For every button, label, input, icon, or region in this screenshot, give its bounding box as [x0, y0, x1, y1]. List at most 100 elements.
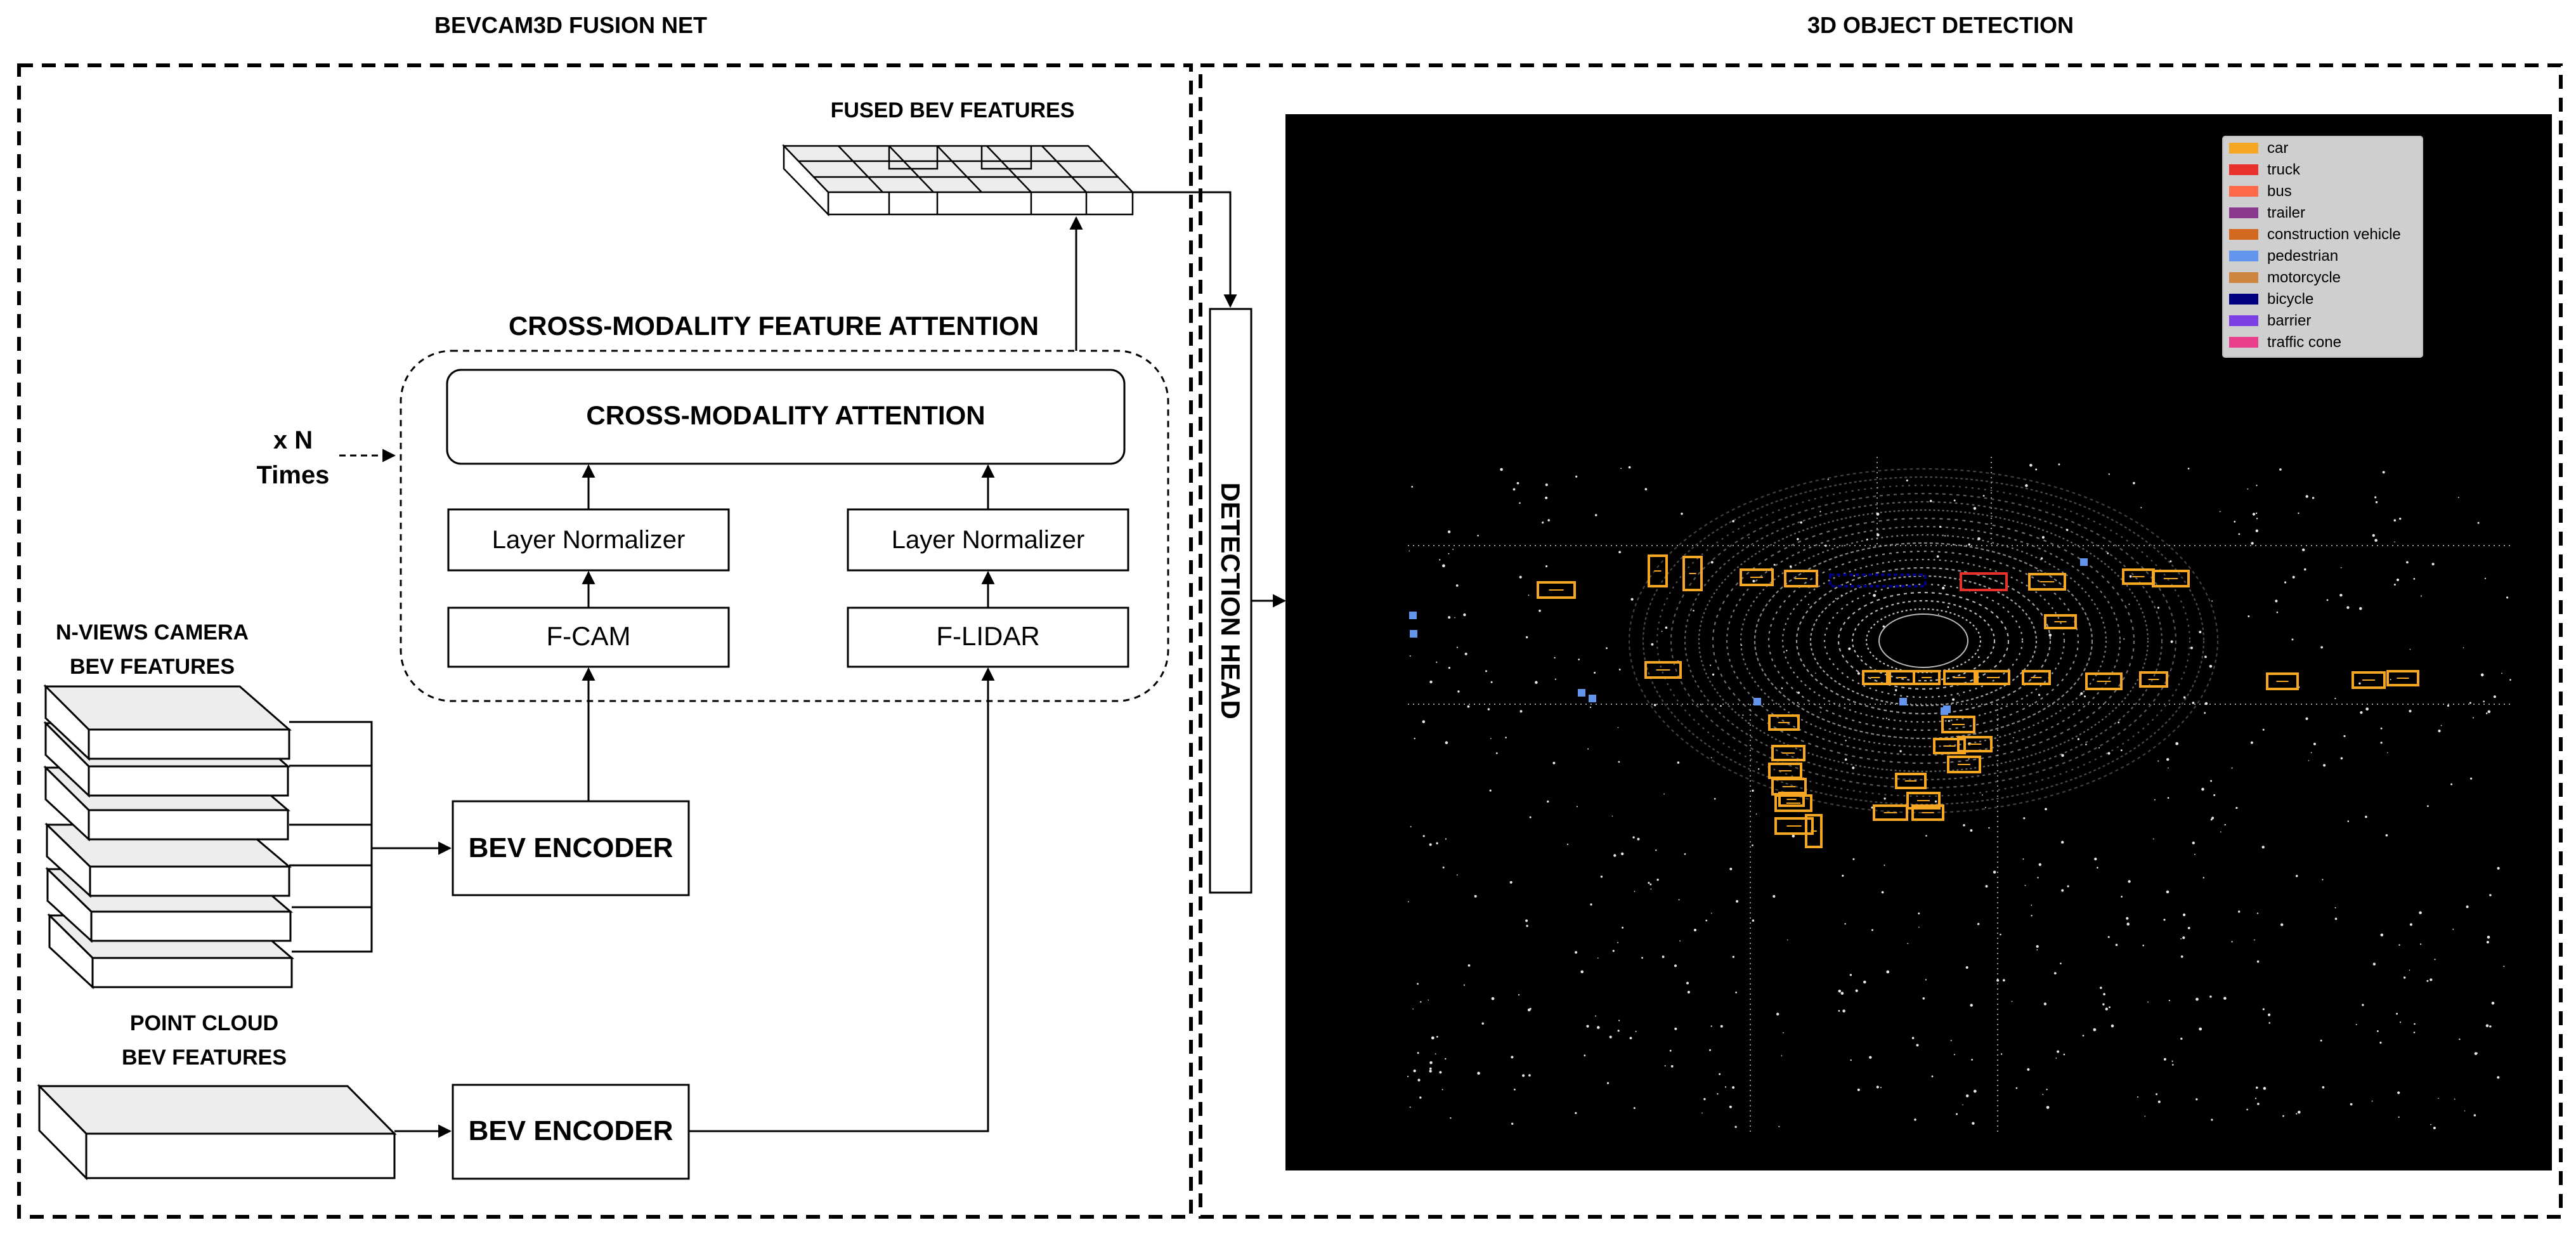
lidar-point — [2406, 561, 2409, 564]
lidar-point — [2256, 960, 2260, 963]
lidar-point — [2409, 709, 2412, 712]
lidar-point — [1996, 979, 2000, 982]
lidar-point — [2397, 1091, 2400, 1094]
lidar-point — [2385, 834, 2388, 837]
lidar-point — [1873, 594, 1877, 597]
lidar-point — [2061, 889, 2064, 892]
layer-norm-left-label: Layer Normalizer — [492, 526, 686, 554]
legend-swatch — [2229, 207, 2258, 218]
car-detection-box — [1976, 670, 2010, 685]
lidar-point — [1899, 750, 1902, 752]
lidar-point — [1454, 617, 1455, 619]
lidar-point — [2466, 905, 2469, 908]
lidar-point — [1429, 1061, 1433, 1065]
lidar-point — [1988, 827, 1990, 829]
lidar-point — [2393, 584, 2396, 586]
legend-swatch — [2229, 294, 2258, 305]
lidar-point — [2409, 923, 2412, 926]
lidar-point — [2413, 1032, 2416, 1033]
lidar-point — [2180, 938, 2182, 940]
lidar-point — [1850, 583, 1852, 586]
lidar-point — [2107, 552, 2109, 554]
camera-label-line2: BEV FEATURES — [70, 655, 235, 679]
lidar-ring — [1656, 484, 2191, 797]
lidar-point — [2382, 471, 2385, 474]
lidar-point — [1491, 997, 1495, 1000]
lidar-point — [2387, 752, 2388, 754]
lidar-point — [2038, 863, 2041, 867]
lidar-point — [2426, 980, 2429, 982]
repeat-label-line2: Times — [257, 461, 330, 489]
lidar-point — [2257, 1103, 2260, 1105]
lidar-point — [1442, 564, 1445, 568]
lidar-point — [2211, 1118, 2213, 1121]
attention-arrows — [582, 216, 1083, 608]
lidar-point — [1838, 989, 1842, 993]
lidar-point — [1670, 1065, 1674, 1068]
lidar-point — [1972, 1122, 1975, 1125]
lidar-point — [2202, 877, 2204, 879]
detection-boxes — [1409, 554, 2419, 848]
car-detection-box — [2266, 672, 2299, 690]
lidar-point — [2362, 1004, 2364, 1006]
lidar-point — [2107, 936, 2110, 938]
lidar-point — [2170, 640, 2173, 643]
car-detection-box — [1648, 554, 1668, 587]
lidar-point — [2374, 539, 2378, 542]
lidar-point — [2046, 1106, 2050, 1109]
lidar-point — [1953, 544, 1955, 545]
lidar-point — [2261, 846, 2265, 849]
lidar-point — [1871, 806, 1873, 809]
lidar-point — [1439, 1071, 1442, 1074]
lidar-point — [1693, 610, 1695, 612]
lidar-point — [1735, 992, 1738, 993]
lidar-point — [2128, 603, 2130, 605]
lidar-point — [1436, 1035, 1438, 1038]
fusion-net-frame — [17, 63, 1193, 1219]
lidar-point — [2298, 512, 2300, 515]
lidar-point — [2144, 1115, 2146, 1117]
lidar-point — [2057, 1050, 2060, 1053]
lidar-point — [1575, 951, 1578, 954]
legend-label: traffic cone — [2267, 334, 2341, 351]
lidar-point — [2061, 754, 2064, 757]
lidar-point — [1554, 657, 1556, 659]
lidar-point — [2359, 606, 2362, 610]
detection-title: 3D OBJECT DETECTION — [1807, 12, 2074, 38]
lidar-point — [2308, 760, 2310, 761]
lidar-point — [1842, 1009, 1845, 1013]
lidar-point — [2390, 679, 2391, 681]
lidar-point — [2121, 896, 2123, 898]
lidar-point — [2254, 1098, 2257, 1099]
lidar-point — [2371, 1100, 2373, 1102]
lidar-point — [2276, 611, 2279, 613]
lidar-point — [1445, 838, 1447, 840]
lidar-point — [1714, 797, 1716, 800]
lidar-point — [2256, 518, 2258, 520]
lidar-point — [1413, 1069, 1416, 1073]
lidar-point — [1978, 656, 1980, 659]
lidar-point — [1547, 800, 1549, 803]
lidar-point — [2474, 1052, 2478, 1056]
lidar-point — [1590, 903, 1592, 906]
lidar-point — [2334, 907, 2336, 908]
lidar-point — [2334, 917, 2338, 921]
lidar-point — [1827, 478, 1829, 480]
lidar-point — [1906, 479, 1908, 482]
legend-swatch — [2229, 337, 2258, 348]
car-detection-box — [1682, 556, 1703, 591]
lidar-point — [1474, 895, 1477, 898]
lidar-point — [1849, 974, 1852, 976]
lidar-point — [2296, 1113, 2298, 1115]
lidar-point — [2295, 875, 2298, 877]
lidar-point — [1606, 1082, 1610, 1084]
lidar-point — [2430, 978, 2433, 981]
car-detection-box — [1805, 814, 1823, 848]
lidar-point — [1710, 757, 1712, 759]
lidar-point — [2166, 757, 2169, 761]
car-detection-box — [2139, 671, 2168, 688]
lidar-point — [2220, 831, 2221, 833]
lidar-point — [2140, 507, 2142, 509]
lidar-point — [1877, 533, 1880, 537]
lidar-point — [1825, 544, 1827, 547]
